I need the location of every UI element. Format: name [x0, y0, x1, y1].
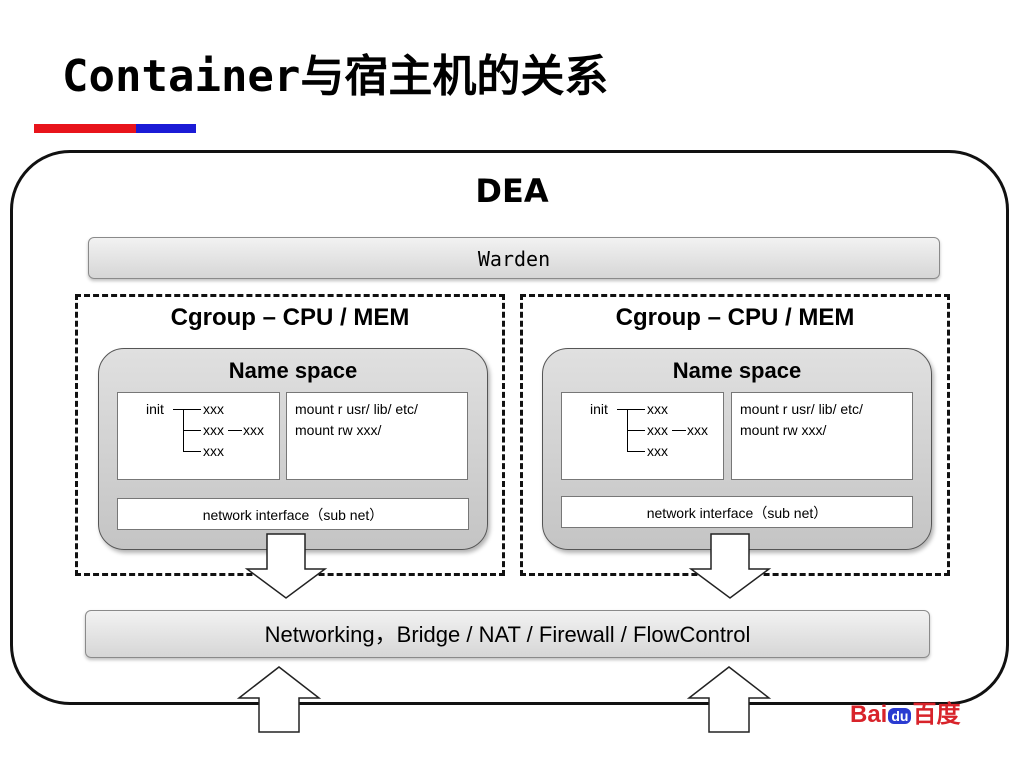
network-interface-left: network interface（sub net）	[117, 498, 469, 530]
paw-icon: du	[888, 707, 912, 724]
slide-title: Container与宿主机的关系	[62, 51, 609, 102]
tree-child-2-right: xxx	[647, 422, 668, 438]
tree-child-1-left: xxx	[203, 401, 224, 417]
network-interface-right: network interface（sub net）	[561, 496, 913, 528]
mount-line-1-right: mount r usr/ lib/ etc/	[740, 401, 863, 417]
tree-child-2-left: xxx	[203, 422, 224, 438]
tree-child-1-right: xxx	[647, 401, 668, 417]
tree-root-left: init	[146, 401, 164, 417]
namespace-label-left: Name space	[228, 358, 358, 383]
cgroup-label-left: Cgroup – CPU / MEM	[170, 304, 410, 331]
tree-grandchild-left: xxx	[243, 422, 264, 438]
cgroup-label-right: Cgroup – CPU / MEM	[615, 304, 855, 331]
logo-right-text: 百度	[912, 701, 961, 728]
tree-root-right: init	[590, 401, 608, 417]
mount-box-right: mount r usr/ lib/ etc/ mount rw xxx/	[731, 392, 913, 480]
arrow-up-right	[686, 666, 772, 733]
title-underline-blue	[136, 124, 196, 133]
arrow-down-left	[244, 533, 328, 599]
mount-line-1-left: mount r usr/ lib/ etc/	[295, 401, 418, 417]
process-tree-box-left: init xxx xxx xxx xxx	[117, 392, 280, 480]
process-tree-box-right: init xxx xxx xxx xxx	[561, 392, 724, 480]
arrow-up-left	[236, 666, 322, 733]
mount-box-left: mount r usr/ lib/ etc/ mount rw xxx/	[286, 392, 468, 480]
dea-label: DEA	[475, 172, 549, 210]
mount-line-2-right: mount rw xxx/	[740, 422, 827, 438]
tree-child-3-right: xxx	[647, 443, 668, 459]
logo-left-text: Bai	[850, 701, 888, 728]
title-underline-red	[34, 124, 136, 133]
tree-grandchild-right: xxx	[687, 422, 708, 438]
namespace-label-right: Name space	[672, 358, 802, 383]
warden-bar: Warden	[88, 237, 940, 279]
arrow-down-right	[688, 533, 772, 599]
dea-boundary	[10, 150, 1009, 705]
mount-line-2-left: mount rw xxx/	[295, 422, 382, 438]
tree-child-3-left: xxx	[203, 443, 224, 459]
networking-bar: Networking，Bridge / NAT / Firewall / Flo…	[85, 610, 930, 658]
